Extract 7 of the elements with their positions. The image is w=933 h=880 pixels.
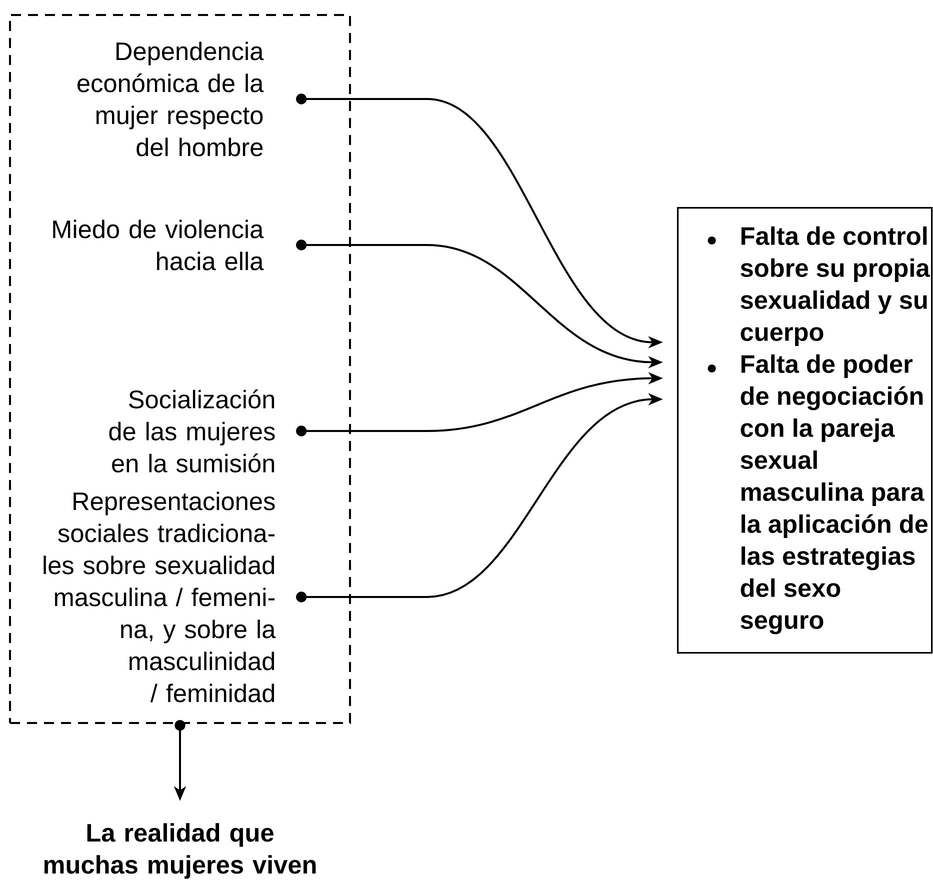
factor-text: Socialización de las mujeres en la sumisión: [109, 390, 275, 472]
factor-text: Miedo de violencia hacia ella: [53, 220, 264, 270]
factor-text: Dependencia económica de la mujer respecto del hombre: [78, 42, 264, 156]
factor-text: Representaciones sociales tradiciona- les sobre sexualidad masculina / femeni- na, y sobre la masculinidad / feminidad: [44, 492, 276, 702]
bullet-list-box: Falta de control sobre su propia sexualidad y su cuerpo Falta de poder de negociación con la pareja sexual masculina para la aplicación de las estrategias del sexo seguro: [677, 207, 933, 654]
conclusion-text: La realidad que muchas mujeres viven: [44, 823, 316, 879]
dashed-box: [9, 14, 351, 724]
